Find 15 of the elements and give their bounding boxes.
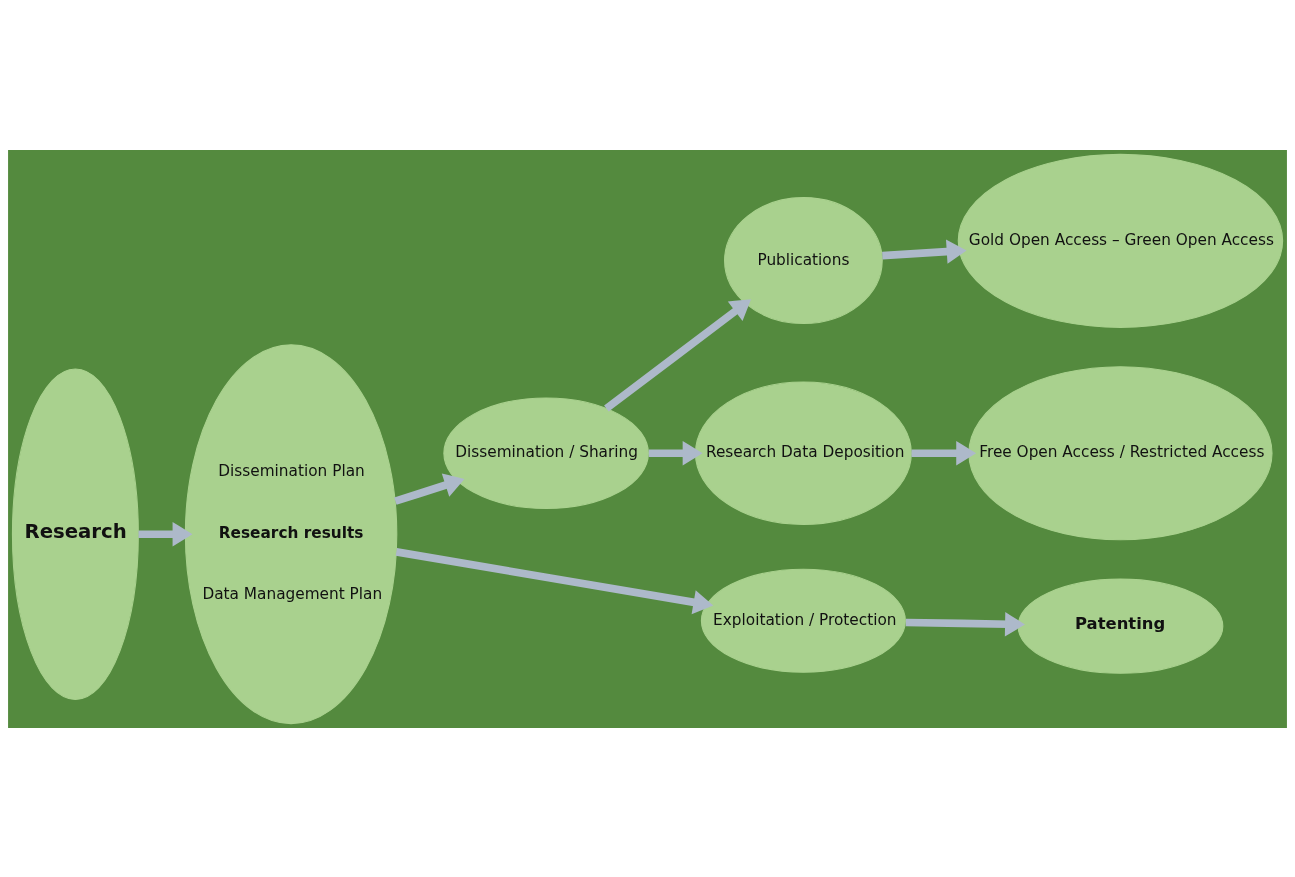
arrow <box>911 440 977 465</box>
arrow <box>905 611 1025 636</box>
node-ellipse: Research Data Deposition <box>694 381 912 525</box>
arrow <box>138 521 193 546</box>
arrow <box>882 239 967 264</box>
node-ellipse: Exploitation / Protection <box>700 568 906 673</box>
node-ellipse: Patenting <box>1017 578 1224 674</box>
arrow <box>648 440 703 465</box>
node-ellipse: Dissemination Plan Research results Data Management Plan <box>184 343 398 724</box>
arrow <box>394 473 465 505</box>
node-ellipse: Gold Open Access – Green Open Access <box>957 153 1284 328</box>
arrow <box>604 298 752 412</box>
node-ellipse: Free Open Access / Restricted Access <box>968 365 1273 540</box>
arrow <box>395 547 714 614</box>
node-ellipse: Research <box>11 367 139 700</box>
